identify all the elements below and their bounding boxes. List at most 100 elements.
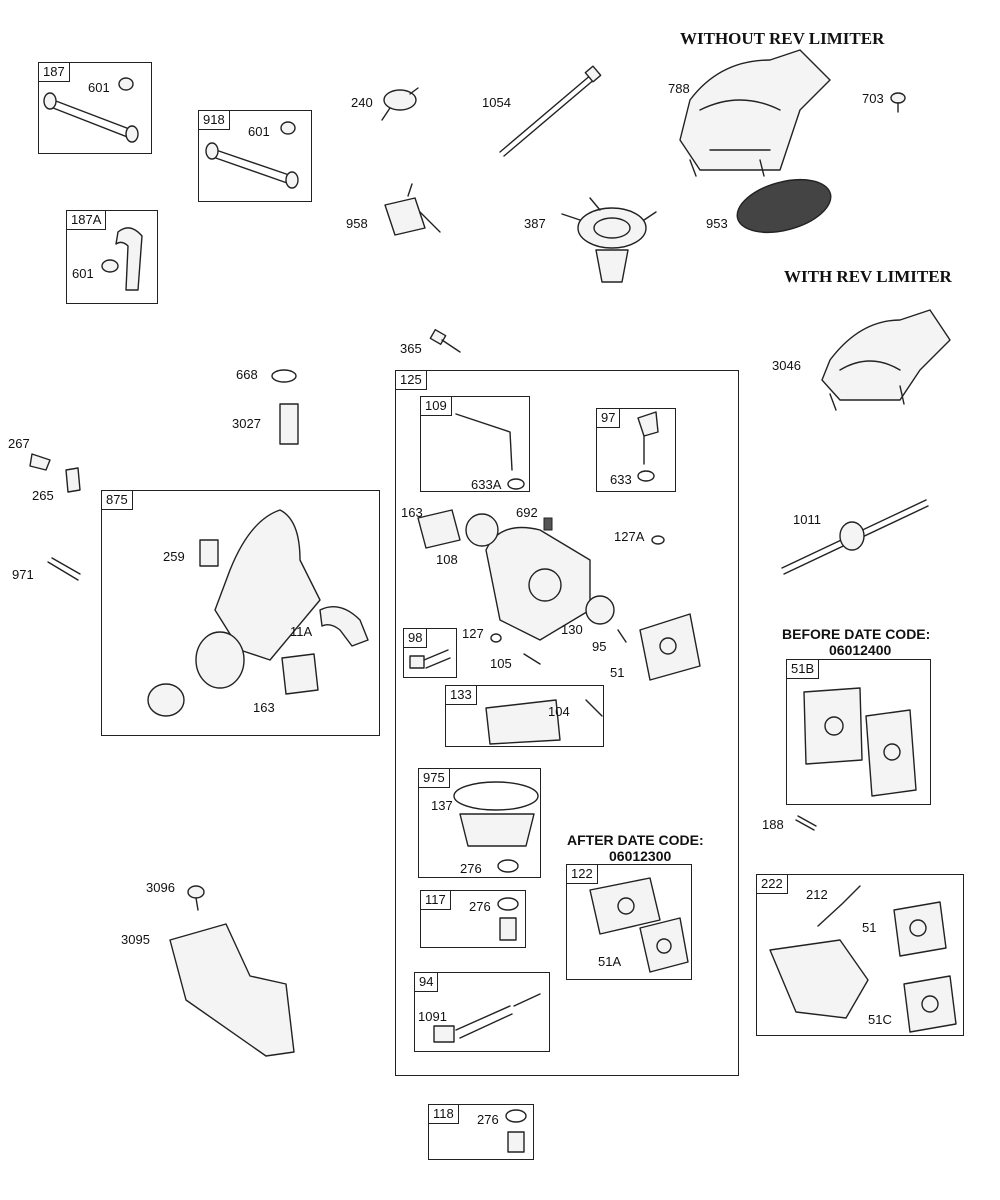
idle-screw-98-drawing — [409, 649, 451, 669]
heading-before-date-code-value: 06012400 — [829, 642, 892, 658]
shield-3095-drawing — [169, 923, 295, 1057]
box-number-125: 125 — [396, 371, 427, 390]
part-label-633: 633 — [610, 472, 632, 487]
clip-265-drawing — [65, 467, 81, 493]
box-98: 98 — [403, 628, 457, 678]
air-cleaner-base-788-drawing — [679, 49, 831, 177]
box-187: 187 — [38, 62, 152, 154]
part-label-130: 130 — [561, 622, 583, 637]
part-label-601-a: 601 — [88, 80, 110, 95]
fitting-267-drawing — [29, 453, 51, 471]
part-label-3096: 3096 — [146, 880, 175, 895]
part-label-108: 108 — [436, 552, 458, 567]
air-cleaner-base-3046-drawing — [821, 309, 951, 411]
box-number-122: 122 — [567, 865, 598, 884]
box-number-133: 133 — [446, 686, 477, 705]
part-label-259: 259 — [163, 549, 185, 564]
part-label-387: 387 — [524, 216, 546, 231]
part-label-633a: 633A — [471, 477, 502, 492]
heading-without-rev-limiter: WITHOUT REV LIMITER — [680, 29, 885, 48]
float-bowl-975-drawing — [453, 781, 539, 873]
fuel-line-187-drawing — [43, 77, 139, 143]
part-label-51a: 51A — [598, 954, 622, 969]
part-label-212: 212 — [806, 887, 828, 902]
part-label-276-c: 276 — [477, 1112, 499, 1127]
bowl-nut-117-drawing — [497, 897, 519, 941]
shutoff-valve-958-drawing — [384, 183, 441, 236]
box-number-875: 875 — [102, 491, 133, 510]
box-109: 109 — [420, 396, 530, 492]
screw-188-drawing — [795, 815, 817, 831]
heading-with-rev-limiter: WITH REV LIMITER — [784, 267, 952, 286]
box-222: 222 — [756, 874, 964, 1036]
part-label-127a: 127A — [614, 529, 645, 544]
part-label-163-b: 163 — [401, 505, 423, 520]
part-label-788: 788 — [668, 81, 690, 96]
part-label-11a: 11A — [290, 624, 313, 639]
box-975: 975 — [418, 768, 541, 878]
part-label-668: 668 — [236, 367, 258, 382]
box-number-975: 975 — [419, 769, 450, 788]
part-label-51c: 51C — [868, 1012, 892, 1027]
box-117: 117 — [420, 890, 526, 948]
part-label-601-b: 601 — [248, 124, 270, 139]
stud-971-drawing — [47, 557, 81, 581]
box-125: 125 — [395, 370, 739, 1076]
box-number-97: 97 — [597, 409, 621, 428]
part-label-137: 137 — [431, 798, 453, 813]
box-133: 133 — [445, 685, 604, 747]
washer-668-drawing — [271, 369, 297, 383]
heading-before-date-code: BEFORE DATE CODE: — [782, 626, 931, 642]
throttle-shaft-109-drawing — [455, 413, 525, 490]
fuel-pump-387-drawing — [561, 197, 657, 283]
box-number-222: 222 — [757, 875, 788, 894]
part-label-601-c: 601 — [72, 266, 94, 281]
part-label-51-a: 51 — [610, 665, 625, 680]
main-jet-94-drawing — [433, 993, 541, 1043]
part-label-958: 958 — [346, 216, 368, 231]
part-label-953: 953 — [706, 216, 728, 231]
box-918: 918 — [198, 110, 312, 202]
part-label-267: 267 — [8, 436, 30, 451]
part-label-240: 240 — [351, 95, 373, 110]
box-number-109: 109 — [421, 397, 452, 416]
box-122: 122 — [566, 864, 692, 980]
box-number-187: 187 — [39, 63, 70, 82]
part-label-163-a: 163 — [253, 700, 275, 715]
cable-tie-1054-drawing — [499, 65, 602, 157]
screw-703-drawing — [890, 92, 906, 113]
heading-after-date-code: AFTER DATE CODE: — [567, 832, 704, 848]
box-number-94: 94 — [415, 973, 439, 992]
box-number-98: 98 — [404, 629, 428, 648]
box-51b: 51B — [786, 659, 931, 805]
box-number-51b: 51B — [787, 660, 820, 679]
part-label-265: 265 — [32, 488, 54, 503]
part-label-105: 105 — [490, 656, 512, 671]
screw-3096-drawing — [187, 885, 205, 911]
part-label-3046: 3046 — [772, 358, 801, 373]
box-94: 94 — [414, 972, 550, 1052]
bowl-nut-118-drawing — [505, 1109, 527, 1153]
part-label-365: 365 — [400, 341, 422, 356]
heading-after-date-code-value: 06012300 — [609, 848, 672, 864]
part-label-703: 703 — [862, 91, 884, 106]
box-number-918: 918 — [199, 111, 230, 130]
part-label-276-a: 276 — [460, 861, 482, 876]
part-label-1011: 1011 — [793, 512, 821, 527]
part-label-1054: 1054 — [482, 95, 511, 110]
choke-shaft-97-drawing — [637, 411, 659, 482]
gasket-51b-drawing — [803, 687, 917, 797]
box-number-117: 117 — [421, 891, 451, 910]
float-133-drawing — [485, 699, 603, 745]
bracket-222-drawing — [769, 885, 957, 1033]
part-label-104: 104 — [548, 704, 570, 719]
air-intake-875-drawing — [147, 509, 369, 717]
spacer-3027-drawing — [279, 403, 299, 445]
part-label-188: 188 — [762, 817, 784, 832]
carburetor-body-drawing — [417, 509, 701, 681]
filter-screen-953-drawing — [736, 178, 832, 234]
part-label-692: 692 — [516, 505, 538, 520]
box-187a: 187A — [66, 210, 158, 304]
part-label-127: 127 — [462, 626, 484, 641]
